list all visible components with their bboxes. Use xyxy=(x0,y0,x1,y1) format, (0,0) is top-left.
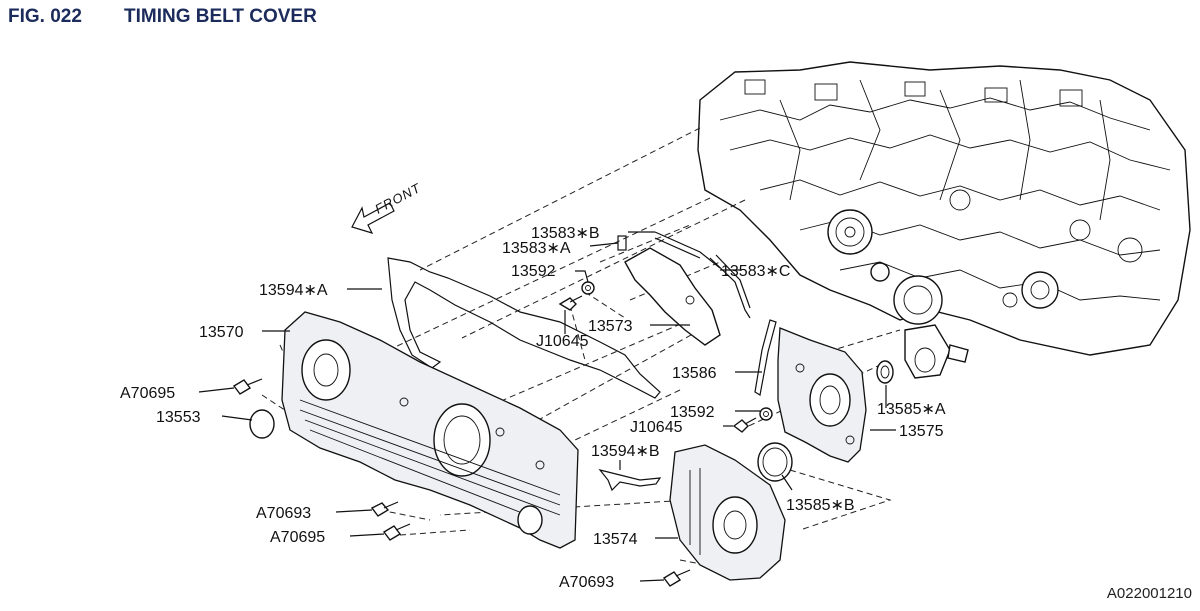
gasket-13594-a xyxy=(387,257,661,399)
callout-labels: 13583∗B 13583∗A 13592 13583∗C 13594∗A 13… xyxy=(120,225,946,591)
rear-cover-13575 xyxy=(777,327,867,463)
callout-13594-b: 13594∗B xyxy=(591,443,660,460)
callout-a70693-bottom: A70693 xyxy=(559,574,614,591)
gasket-strip-13586 xyxy=(754,319,777,396)
callout-13594-a: 13594∗A xyxy=(259,282,328,299)
front-direction-arrow: FRONT xyxy=(351,180,423,234)
callout-a70695-bottom: A70695 xyxy=(270,529,325,546)
callout-13586: 13586 xyxy=(672,365,717,382)
callout-13575: 13575 xyxy=(899,423,944,440)
callout-a70695-left: A70695 xyxy=(120,385,175,402)
callout-13585-a: 13585∗A xyxy=(877,401,946,418)
callout-13592-top: 13592 xyxy=(511,263,556,280)
cover-13573 xyxy=(624,247,721,346)
figure-number: FIG. 022 xyxy=(8,6,82,27)
lower-belt-cover-13574 xyxy=(669,444,786,581)
nut-13592-bottom xyxy=(759,407,773,421)
bolt-a70693-left xyxy=(370,502,390,517)
bolt-j10645-bottom xyxy=(732,419,749,433)
callout-13583-c: 13583∗C xyxy=(721,263,790,280)
nut-13592-top xyxy=(581,281,595,295)
gasket-13594-b xyxy=(598,468,662,492)
callout-j10645-bottom: J10645 xyxy=(630,419,683,436)
bolt-a70695-bottom xyxy=(382,525,402,541)
gasket-strip-13583-b xyxy=(654,231,721,269)
callout-13583-b: 13583∗B xyxy=(531,225,600,242)
bolt-a70693-bottom xyxy=(662,571,682,587)
callout-a70693-left: A70693 xyxy=(256,505,311,522)
callout-13585-b: 13585∗B xyxy=(786,497,855,514)
cap-13553 xyxy=(249,409,275,439)
callout-13574: 13574 xyxy=(593,531,638,548)
leader-lines xyxy=(198,231,896,582)
front-belt-cover-13570 xyxy=(281,311,579,549)
figure-title: TIMING BELT COVER xyxy=(124,6,317,27)
fasteners xyxy=(232,281,773,587)
front-label: FRONT xyxy=(372,180,423,217)
drawing-reference-code: A022001210 xyxy=(1106,585,1192,602)
callout-j10645-top: J10645 xyxy=(536,333,589,350)
callout-13553: 13553 xyxy=(156,409,201,426)
bolt-a70695-left xyxy=(232,379,252,395)
seal-13585-a xyxy=(876,360,894,384)
engine-block xyxy=(697,61,1191,379)
callout-13583-a: 13583∗A xyxy=(502,240,571,257)
callout-13570: 13570 xyxy=(199,324,244,341)
callout-13573: 13573 xyxy=(588,318,633,335)
callout-13592-bottom: 13592 xyxy=(670,404,715,421)
